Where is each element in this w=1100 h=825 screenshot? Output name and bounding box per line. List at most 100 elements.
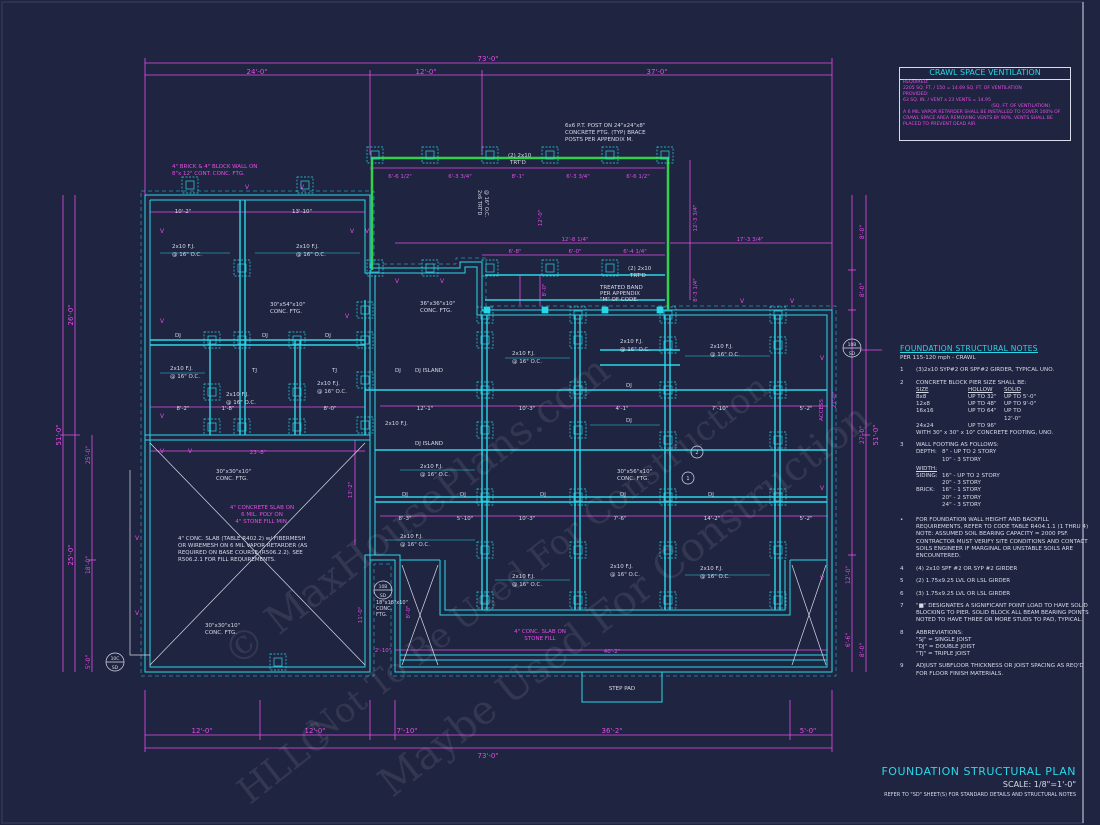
pier-footing (476, 488, 494, 506)
joist-label: 2x10 F.J. (420, 464, 443, 470)
dj-label: DJ (175, 333, 181, 339)
required-area: 2205 (903, 86, 915, 91)
pier-block (605, 263, 615, 273)
pier-footing (769, 381, 787, 399)
dim-left-inner-2: 18'-0" (85, 556, 92, 574)
pier-footing (288, 331, 306, 349)
vent-mark: V (365, 228, 370, 235)
dim-left-inner-1: 25'-0" (85, 446, 92, 464)
dim-top-seg-3: 37'-0" (646, 68, 667, 76)
porch-outline (370, 156, 670, 310)
dim-room-b-3: 8'-0" (323, 406, 336, 412)
dim-porch-1: 6'-6 1/2" (388, 174, 412, 180)
dim-bottom-seg-2: 12'-0" (304, 727, 325, 735)
joist-label: 2x10 F.J. (226, 392, 249, 398)
joist-label: 2x10 F.J. (610, 564, 633, 570)
pier-footing (541, 146, 559, 164)
pier-block (663, 340, 673, 350)
plan-title: FOUNDATION STRUCTURAL PLAN (881, 765, 1076, 778)
dim-porch-right: 12'-3 3/4" (693, 204, 699, 231)
pier-block (545, 263, 555, 273)
dim-row-d-4: 7'-6" (613, 516, 626, 522)
label-dj-island-a: DJ ISLAND (415, 368, 443, 374)
pier-footing (659, 591, 677, 609)
joist-spacing: @ 16" O.C. (620, 347, 650, 353)
vent-mark: V (160, 228, 165, 235)
vent-mark: V (160, 448, 165, 455)
dim-bottom-band: 40'-2" (604, 649, 621, 655)
ventilation-title: CRAWL SPACE VENTILATION (900, 68, 1070, 80)
pier-table-footnote: WITH 30" x 30" x 10" CONCRETE FOOTING, U… (916, 430, 1054, 437)
pier-block (573, 595, 583, 605)
pier-footing (366, 146, 384, 164)
pier-footing (481, 146, 499, 164)
dj-label: DJ (708, 492, 714, 498)
dim-top-total: 73'-0" (477, 55, 498, 63)
pier-footing (476, 381, 494, 399)
pier-footing (356, 301, 374, 319)
vent-mark: V (820, 485, 825, 492)
vent-mark: V (135, 610, 140, 617)
joist-spacing: @ 16" O.C. (512, 582, 542, 588)
required-result: 14.69 (951, 86, 966, 91)
piers (181, 146, 787, 671)
callout-access: ACCESS (819, 399, 825, 421)
joist-spacing: @ 16" O.C. (512, 359, 542, 365)
joist-spacing: @ 16" O.C. (226, 400, 256, 406)
joist-spacing: @ 16" O.C. (400, 542, 430, 548)
pier-footing (569, 331, 587, 349)
pier-block (573, 545, 583, 555)
dim-left-inner-3: 5'-0" (85, 655, 92, 669)
joist-spacing: @ 16" O.C. (700, 574, 730, 580)
vent-mark: V (245, 184, 250, 191)
pier-block (773, 340, 783, 350)
dim-row-d-5: 14'-2" (704, 516, 721, 522)
point-load-marker (601, 306, 609, 314)
pier-footing (421, 146, 439, 164)
callout-ftg-30x56: 30"x56"x10"CONC. FTG. (617, 469, 652, 482)
pier-footing (356, 331, 374, 349)
vent-mark: V (160, 318, 165, 325)
note-marker-1: 1 (686, 476, 689, 482)
joist-label: 2x10 F.J. (170, 366, 193, 372)
pier-footing (569, 306, 587, 324)
joist-labels: 2x10 F.J.@ 16" O.C. 2x10 F.J.@ 16" O.C. … (170, 244, 740, 588)
pier-block (773, 492, 783, 502)
vent-mark: V (160, 413, 165, 420)
plan-scale: SCALE: 1/8"=1'-0" (1002, 780, 1076, 789)
joist-label: 2x10 F.J. (385, 421, 408, 427)
callout-ftg-18: 18"x18"x10"CONC.FTG. (376, 600, 408, 618)
pier-block (425, 263, 435, 273)
dim-porch-3: 8'-1" (511, 174, 524, 180)
dim-garage-5: 2'-10" (375, 648, 392, 654)
pier-footing (769, 431, 787, 449)
dj-label: DJ (460, 492, 466, 498)
pier-footing (569, 421, 587, 439)
pier-footing (659, 488, 677, 506)
vent-mark: V (135, 535, 140, 542)
callout-ftg-30x54: 30"x54"x10"CONC. FTG. (270, 302, 305, 315)
section-b-number: 10B (379, 584, 388, 590)
joist-arrows (160, 252, 770, 581)
vent-mark: V (740, 298, 745, 305)
dim-bottom-seg-5: 5'-0" (800, 727, 817, 735)
joist-spacing: @ 16" O.C. (420, 472, 450, 478)
dim-room-b-1: 8'-2" (176, 406, 189, 412)
vent-mark: V (440, 278, 445, 285)
vent-mark: V (820, 575, 825, 582)
pier-footing (569, 488, 587, 506)
foundation-walls (140, 190, 837, 703)
dim-room-a-1: 10'-2" (175, 209, 192, 215)
provided-vents-label: VENTS = (955, 98, 977, 103)
pier-footing (601, 146, 619, 164)
pier-block (207, 387, 217, 397)
pier-block (292, 335, 302, 345)
point-load-marker (483, 306, 491, 314)
vent-mark: V (790, 298, 795, 305)
pier-block (360, 420, 370, 430)
note-item-7: 7"■" DESIGNATES A SIGNIFICANT POINT LOAD… (900, 602, 1089, 624)
ventilation-provided-unit: (SQ. FT. OF VENTILATION) (991, 104, 1050, 109)
pier-footing (288, 383, 306, 401)
vent-mark: V (188, 448, 193, 455)
